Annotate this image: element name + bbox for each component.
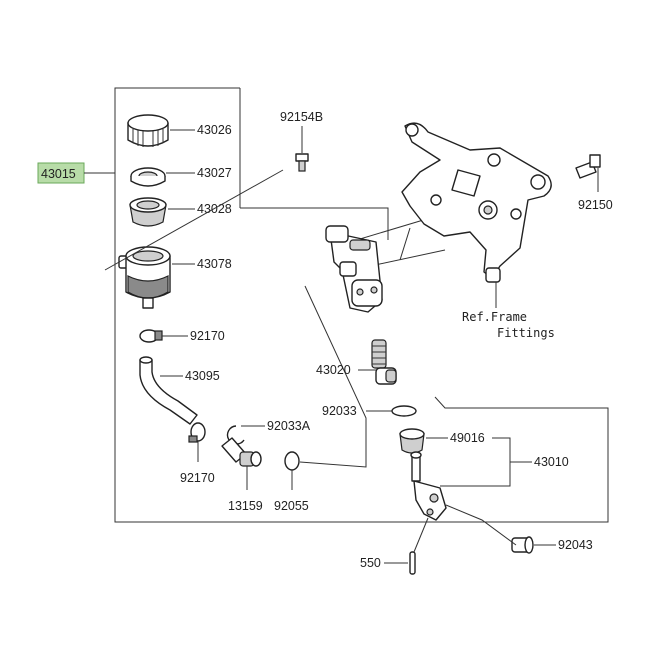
reservoir-tank-43078[interactable] xyxy=(118,246,171,309)
reservoir-hose-43095[interactable] xyxy=(139,359,198,425)
label-43020[interactable]: 43020 xyxy=(316,363,351,377)
label-92170-upper[interactable]: 92170 xyxy=(190,329,225,343)
assembly-outline xyxy=(114,87,609,523)
connector-cotter-550 xyxy=(413,517,429,553)
label-43027[interactable]: 43027 xyxy=(197,166,232,180)
cotter-pin-550[interactable] xyxy=(409,551,416,575)
label-43095[interactable]: 43095 xyxy=(185,369,220,383)
label-92154B[interactable]: 92154B xyxy=(280,110,323,124)
connector-pin-92043 xyxy=(445,504,517,546)
hose-end-top xyxy=(139,356,153,364)
label-13159[interactable]: 13159 xyxy=(228,499,263,513)
diaphragm-43028[interactable] xyxy=(129,197,167,227)
label-92033[interactable]: 92033 xyxy=(322,404,357,418)
label-43015[interactable]: 43015 xyxy=(41,167,76,181)
label-92055[interactable]: 92055 xyxy=(274,499,309,513)
ref-frame-line2: Fittings xyxy=(497,326,555,340)
piston-spring-43020[interactable] xyxy=(371,339,397,385)
label-92033A[interactable]: 92033A xyxy=(267,419,311,433)
ref-frame-line1: Ref.Frame xyxy=(462,310,527,324)
bolt-92150[interactable] xyxy=(575,154,601,179)
reservoir-cap-43026[interactable] xyxy=(127,114,169,147)
bracket-43010 xyxy=(440,437,511,487)
connector-bracket-to-92150 xyxy=(399,227,411,261)
hose-joint-13159[interactable] xyxy=(221,437,262,467)
label-92170-lower[interactable]: 92170 xyxy=(180,471,215,485)
label-92043[interactable]: 92043 xyxy=(558,538,593,552)
dust-boot-49016[interactable] xyxy=(399,428,425,454)
hose-clamp-92170-upper[interactable] xyxy=(139,329,163,343)
label-49016[interactable]: 49016 xyxy=(450,431,485,445)
label-43026[interactable]: 43026 xyxy=(197,123,232,137)
label-92150[interactable]: 92150 xyxy=(578,198,613,212)
connector-reservoir-to-bolt xyxy=(104,169,284,271)
clevis-pin-92043[interactable] xyxy=(511,536,534,554)
plate-43027[interactable] xyxy=(130,167,166,187)
push-rod-clevis[interactable] xyxy=(410,451,447,521)
connector-92055-to-cylinder xyxy=(299,285,367,468)
label-43078[interactable]: 43078 xyxy=(197,257,232,271)
master-cylinder-body[interactable] xyxy=(325,225,383,313)
bolt-92154B[interactable] xyxy=(295,153,309,172)
o-ring-92055[interactable] xyxy=(284,451,300,471)
frame-bracket xyxy=(401,122,552,283)
outline-link-right xyxy=(240,207,389,240)
circlip-92033[interactable] xyxy=(391,405,417,417)
label-550[interactable]: 550 xyxy=(360,556,381,570)
label-43010[interactable]: 43010 xyxy=(534,455,569,469)
hose-clamp-92170-lower[interactable] xyxy=(188,422,206,443)
